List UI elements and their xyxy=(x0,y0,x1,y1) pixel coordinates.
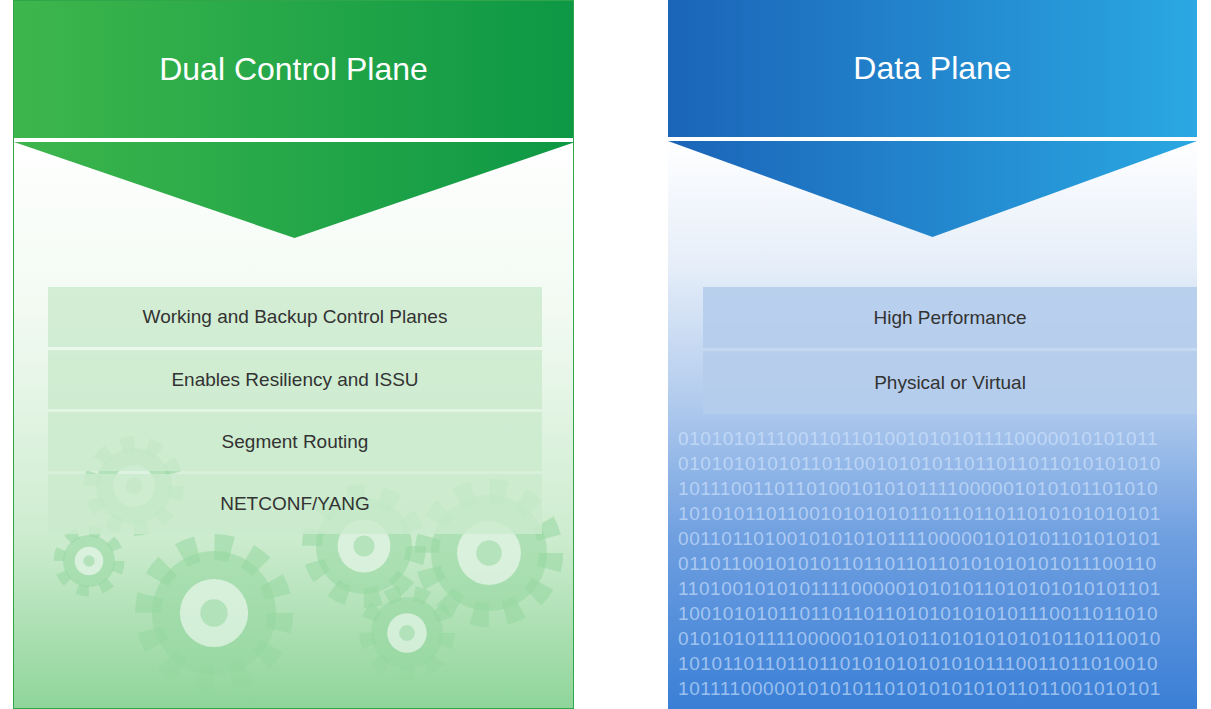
binary-text-line: 0110110010101011011011011010101010101110… xyxy=(678,553,1157,574)
panel-title-text: Data Plane xyxy=(853,50,1011,87)
feature-text: Working and Backup Control Planes xyxy=(143,306,448,328)
control-plane-panel: Dual Control PlaneWorking and Backup Con… xyxy=(13,0,574,709)
gear-hub xyxy=(200,599,227,626)
binary-text-line: 1011110000010101011010101010101101100101… xyxy=(678,678,1161,699)
binary-text-line: 0011011010010101010111100000101010110101… xyxy=(678,528,1161,549)
gear-hole xyxy=(180,579,248,647)
gear-icon xyxy=(148,547,280,679)
gear-teeth xyxy=(148,547,280,679)
gear-teeth xyxy=(367,593,447,673)
feature-row: NETCONF/YANG xyxy=(48,474,542,534)
feature-text: High Performance xyxy=(873,307,1026,329)
gear-hub xyxy=(353,535,374,556)
gear-hub xyxy=(399,625,415,641)
binary-text-line: 0101010111100000101010110101010101011011… xyxy=(678,628,1161,649)
data-plane-panel: Data PlaneHigh PerformancePhysical or Vi… xyxy=(668,0,1197,709)
binary-text-line: 0101010101011011001010101101101101101010… xyxy=(678,453,1161,474)
gear-teeth xyxy=(59,531,119,591)
feature-row: High Performance xyxy=(703,287,1197,348)
binary-text-line: 1010110110110110101010101010111001101101… xyxy=(678,653,1158,674)
binary-text-line: 1011100110110100101010111100000101010110… xyxy=(678,478,1158,499)
feature-text: Enables Resiliency and ISSU xyxy=(171,369,418,391)
gear-body xyxy=(63,535,115,587)
chevron-arrow xyxy=(668,141,1197,237)
gear-hub xyxy=(83,555,94,566)
gear-hole xyxy=(75,547,104,576)
binary-text-line: 1101001010101111000001010101101010101010… xyxy=(678,578,1161,599)
feature-text: NETCONF/YANG xyxy=(220,493,370,515)
gear-icon xyxy=(59,531,119,591)
binary-text-line: 0101010111001101101001010101111000001010… xyxy=(678,428,1158,449)
feature-row: Working and Backup Control Planes xyxy=(48,287,542,347)
feature-row: Enables Resiliency and ISSU xyxy=(48,350,542,409)
feature-text: Segment Routing xyxy=(222,431,369,453)
feature-text: Physical or Virtual xyxy=(874,372,1026,394)
panel-title: Data Plane xyxy=(668,0,1197,137)
gear-hole xyxy=(387,613,427,653)
panel-title-text: Dual Control Plane xyxy=(159,51,428,88)
gear-body xyxy=(371,597,443,669)
gear-icon xyxy=(367,593,447,673)
gear-body xyxy=(152,551,276,675)
binary-text-line: 1010101101100101010101101101101101010101… xyxy=(678,503,1161,524)
chevron-arrow xyxy=(14,142,574,238)
gear-hub xyxy=(476,540,502,566)
feature-row: Segment Routing xyxy=(48,412,542,471)
feature-row: Physical or Virtual xyxy=(703,351,1197,414)
panel-title: Dual Control Plane xyxy=(14,1,573,138)
binary-text-line: 1001010101101101101101010101010111001101… xyxy=(678,603,1158,624)
